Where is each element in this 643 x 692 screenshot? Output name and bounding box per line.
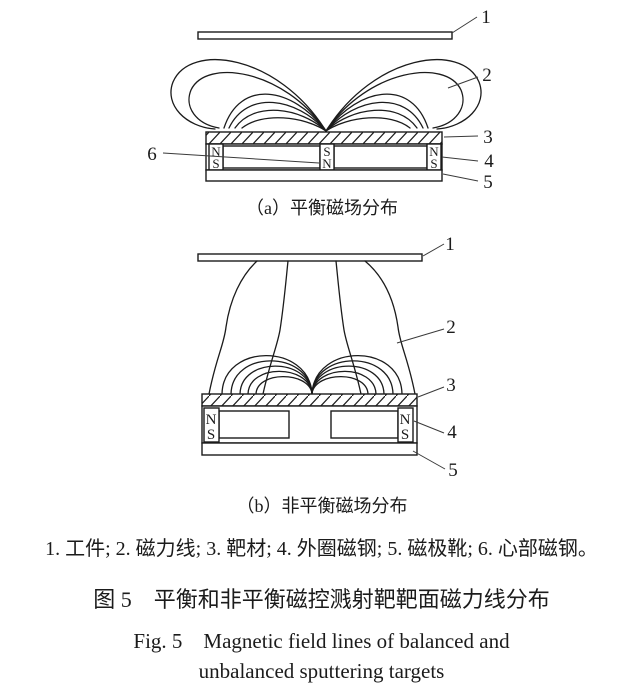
leader-line-5 bbox=[442, 173, 479, 182]
field-line bbox=[325, 93, 429, 132]
spacer-block bbox=[218, 410, 290, 439]
diagram-balanced: 1 2 3 N S S N N bbox=[147, 7, 494, 218]
callout-5-pole-shoe: 5 bbox=[448, 460, 458, 481]
field-line bbox=[325, 59, 482, 132]
field-line bbox=[239, 365, 313, 395]
leader-line-1 bbox=[422, 243, 445, 257]
pole-shoe bbox=[201, 442, 418, 456]
magnet-pole-label: N bbox=[429, 144, 439, 159]
leader-line-3 bbox=[417, 386, 445, 398]
magnet-pole-label: S bbox=[207, 427, 215, 443]
target-material bbox=[201, 393, 418, 407]
callout-2-field-lines: 2 bbox=[482, 65, 492, 86]
magnet-pole-label: N bbox=[206, 412, 217, 428]
magnet-pole-label: S bbox=[401, 427, 409, 443]
magnet-pole-label: N bbox=[322, 156, 332, 171]
workpiece-plate bbox=[197, 253, 423, 262]
figure-canvas: 1 2 3 N S S N N bbox=[147, 7, 494, 516]
figure-caption-zh: 图 5 平衡和非平衡磁控溅射靶靶面磁力线分布 bbox=[93, 587, 550, 612]
figure-caption-en-line1: Fig. 5 Magnetic field lines of balanced … bbox=[133, 629, 510, 653]
field-line bbox=[188, 71, 327, 132]
leader-line-3 bbox=[443, 135, 479, 138]
field-lines-balanced bbox=[170, 59, 482, 132]
magnet-pole-label: S bbox=[430, 156, 437, 171]
figure-caption-en-line2: unbalanced sputtering targets bbox=[198, 659, 445, 683]
callout-4-outer-magnet: 4 bbox=[484, 151, 494, 172]
field-line bbox=[325, 71, 464, 132]
magnet-pole-label: S bbox=[323, 144, 330, 159]
field-line bbox=[170, 59, 327, 132]
field-line bbox=[325, 117, 411, 132]
field-line bbox=[325, 101, 424, 132]
field-line bbox=[247, 370, 313, 395]
field-line bbox=[311, 370, 377, 395]
outer-magnet-left bbox=[203, 407, 220, 443]
spacer-block bbox=[333, 145, 428, 169]
callout-3-target: 3 bbox=[446, 375, 456, 396]
callout-3-target: 3 bbox=[483, 127, 493, 148]
spacer-block bbox=[222, 145, 321, 169]
callout-1-workpiece: 1 bbox=[445, 234, 455, 255]
field-line bbox=[234, 109, 327, 132]
leader-line-4 bbox=[441, 156, 479, 162]
subcaption-a: （a）平衡磁场分布 bbox=[246, 198, 398, 218]
outer-magnet-right bbox=[397, 407, 414, 443]
leader-line-2 bbox=[396, 328, 445, 344]
leader-line-4 bbox=[413, 420, 445, 434]
field-line bbox=[223, 93, 327, 132]
field-lines-unbalanced bbox=[208, 260, 416, 395]
workpiece-plate bbox=[197, 31, 453, 40]
field-line bbox=[241, 117, 327, 132]
spacer-block bbox=[330, 410, 399, 439]
magnet-pole-label: N bbox=[400, 412, 411, 428]
leader-line-2 bbox=[447, 76, 479, 89]
field-line bbox=[208, 260, 258, 395]
diagram-unbalanced: 1 2 3 N bbox=[197, 234, 458, 516]
subcaption-b: （b）非平衡磁场分布 bbox=[237, 496, 408, 516]
leader-line-1 bbox=[451, 16, 478, 34]
leader-line-5 bbox=[412, 450, 446, 470]
target-material bbox=[205, 131, 443, 145]
field-line bbox=[255, 375, 313, 395]
field-line bbox=[364, 260, 416, 395]
magnet-pole-label: N bbox=[211, 144, 221, 159]
field-line bbox=[262, 260, 289, 395]
callout-4-outer-magnet: 4 bbox=[447, 422, 457, 443]
callout-2-field-lines: 2 bbox=[446, 317, 456, 338]
field-line bbox=[325, 109, 418, 132]
pole-shoe bbox=[205, 169, 443, 182]
magnet-pole-label: S bbox=[212, 156, 219, 171]
field-line bbox=[311, 365, 385, 395]
field-line bbox=[228, 101, 327, 132]
field-line bbox=[335, 260, 362, 395]
callout-5-pole-shoe: 5 bbox=[483, 172, 493, 193]
leader-line-6 bbox=[162, 152, 320, 164]
field-line bbox=[311, 375, 369, 395]
callout-1-workpiece: 1 bbox=[481, 7, 491, 28]
callout-6-core-magnet: 6 bbox=[147, 144, 157, 165]
figure-legend: 1. 工件; 2. 磁力线; 3. 靶材; 4. 外圈磁钢; 5. 磁极靴; 6… bbox=[45, 538, 598, 560]
